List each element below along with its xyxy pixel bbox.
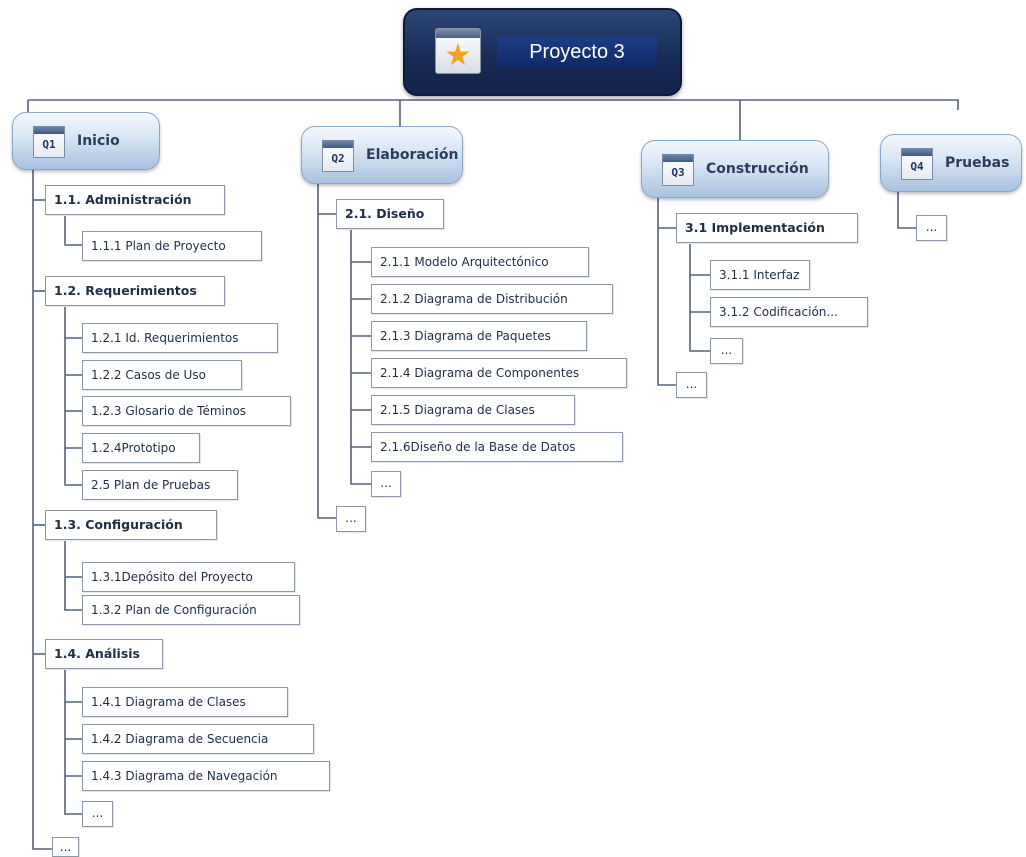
phase-construccion[interactable]: Q3 Construcción [641, 140, 829, 198]
phase-label: Inicio [77, 133, 120, 149]
node-leaf[interactable]: 1.2.2 Casos de Uso [82, 360, 242, 390]
root-title: Proyecto 3 [497, 37, 657, 67]
node-configuracion[interactable]: 1.3. Configuración [45, 510, 217, 540]
node-analisis[interactable]: 1.4. Análisis [45, 639, 163, 669]
node-leaf[interactable]: 2.1.5 Diagrama de Clases [371, 395, 575, 425]
node-leaf[interactable]: 1.3.2 Plan de Configuración [82, 595, 300, 625]
node-leaf[interactable]: 1.3.1Depósito del Proyecto [82, 562, 295, 592]
more-node[interactable]: ... [371, 471, 401, 497]
node-leaf[interactable]: 1.2.4Prototipo [82, 433, 200, 463]
node-leaf[interactable]: 2.1.4 Diagrama de Componentes [371, 358, 627, 388]
phase-label: Elaboración [366, 147, 459, 163]
phase-pruebas[interactable]: Q4 Pruebas [880, 134, 1022, 192]
phase-inicio[interactable]: Q1 Inicio [12, 112, 160, 170]
node-leaf[interactable]: 1.2.3 Glosario de Téminos [82, 396, 291, 426]
phase-label: Pruebas [945, 155, 1010, 171]
calendar-icon: Q2 [322, 140, 354, 172]
node-leaf[interactable]: 2.1.3 Diagrama de Paquetes [371, 321, 587, 351]
node-leaf[interactable]: 1.4.1 Diagrama de Clases [82, 687, 288, 717]
node-leaf[interactable]: 1.1.1 Plan de Proyecto [82, 231, 262, 261]
node-leaf[interactable]: 2.1.2 Diagrama de Distribución [371, 284, 613, 314]
node-implementacion[interactable]: 3.1 Implementación [676, 213, 858, 243]
node-leaf[interactable]: 1.4.2 Diagrama de Secuencia [82, 724, 314, 754]
more-node[interactable]: ... [336, 506, 366, 532]
calendar-icon: Q1 [33, 126, 65, 158]
more-node[interactable]: ... [52, 837, 79, 857]
phase-label: Construcción [706, 161, 809, 177]
node-leaf[interactable]: 2.1.1 Modelo Arquitectónico [371, 247, 589, 277]
star-icon: ★ [435, 28, 481, 74]
root-node[interactable]: ★ Proyecto 3 [403, 8, 682, 96]
calendar-icon: Q4 [901, 148, 933, 180]
node-leaf[interactable]: 2.1.6Diseño de la Base de Datos [371, 432, 623, 462]
node-leaf[interactable]: 1.4.3 Diagrama de Navegación [82, 761, 330, 791]
node-leaf[interactable]: 2.5 Plan de Pruebas [82, 470, 238, 500]
node-leaf[interactable]: 3.1.2 Codificación... [710, 297, 868, 327]
node-administracion[interactable]: 1.1. Administración [45, 185, 225, 215]
more-node[interactable]: ... [82, 801, 113, 827]
calendar-icon: Q3 [662, 154, 694, 186]
node-requerimientos[interactable]: 1.2. Requerimientos [45, 276, 225, 306]
phase-elaboracion[interactable]: Q2 Elaboración [301, 126, 463, 184]
more-node[interactable]: ... [916, 215, 947, 241]
more-node[interactable]: ... [710, 338, 743, 364]
node-leaf[interactable]: 1.2.1 Id. Requerimientos [82, 323, 278, 353]
node-diseno[interactable]: 2.1. Diseño [336, 199, 444, 229]
more-node[interactable]: ... [676, 372, 707, 398]
node-leaf[interactable]: 3.1.1 Interfaz [710, 260, 810, 290]
